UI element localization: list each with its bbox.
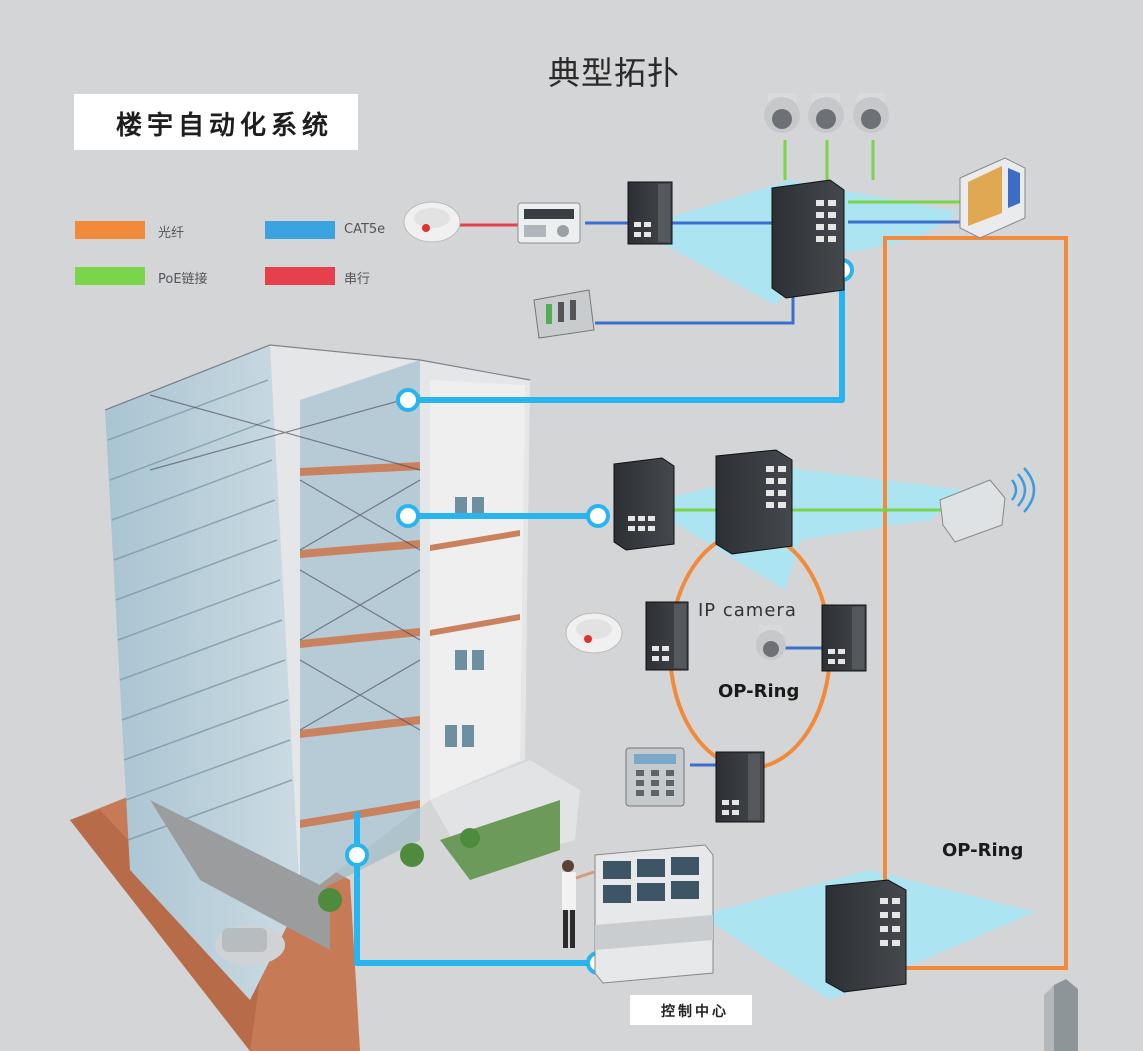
dome-camera-icon [853, 93, 889, 133]
skyscraper-icon [1044, 979, 1078, 1051]
legend-label-serial: 串行 [344, 272, 371, 287]
legend-swatch-serial [265, 267, 335, 285]
dome-camera-group [756, 93, 889, 660]
ip-camera-label: IP camera [698, 600, 797, 621]
dome-camera-icon [808, 93, 844, 133]
building-system-label: 楼宇自动化系统 [116, 111, 334, 141]
network-switch-icon [715, 449, 793, 555]
legend-label-poe: PoE链接 [158, 272, 208, 287]
io-module-icon [533, 289, 595, 339]
dome-camera-icon [764, 93, 800, 133]
dome-camera-icon [756, 625, 786, 660]
keypad-icon [625, 747, 685, 807]
outer-fiber-ring [883, 236, 1068, 970]
smoke-detector-icon [403, 201, 461, 243]
building-system-label-box: 楼宇自动化系统 [74, 94, 358, 150]
network-switch-icon [821, 604, 867, 672]
monitor-icon [959, 157, 1026, 239]
smoke-detector-icon [565, 612, 623, 654]
legend-label-cat5e: CAT5e [344, 222, 386, 237]
network-switch-icon [825, 879, 907, 993]
network-switch-icon [771, 179, 845, 299]
network-switch-icon [715, 751, 765, 823]
control-center-label: 控制中心 [661, 1004, 729, 1020]
building-icon [70, 344, 580, 1051]
legend-swatch-poe [75, 267, 145, 285]
controller-panel-icon [517, 202, 581, 244]
network-switches [613, 179, 907, 993]
control-center-label-box: 控制中心 [630, 995, 752, 1025]
middle-coverage-zone [660, 468, 965, 590]
network-switch-icon [613, 457, 675, 551]
network-switch-icon [645, 601, 689, 671]
legend-swatch-cat5e [265, 221, 335, 239]
wireless-access-point-icon [939, 467, 1036, 543]
op-ring-outer-label: OP-Ring [942, 840, 1024, 861]
operator-figure-icon [562, 860, 595, 948]
legend-swatch-fiber [75, 221, 145, 239]
diagram-title: 典型拓扑 [548, 54, 681, 92]
op-ring-inner-label: OP-Ring [718, 681, 800, 702]
legend-label-fiber: 光纤 [158, 226, 185, 241]
network-switch-icon [627, 181, 673, 245]
control-console-icon [594, 844, 714, 984]
